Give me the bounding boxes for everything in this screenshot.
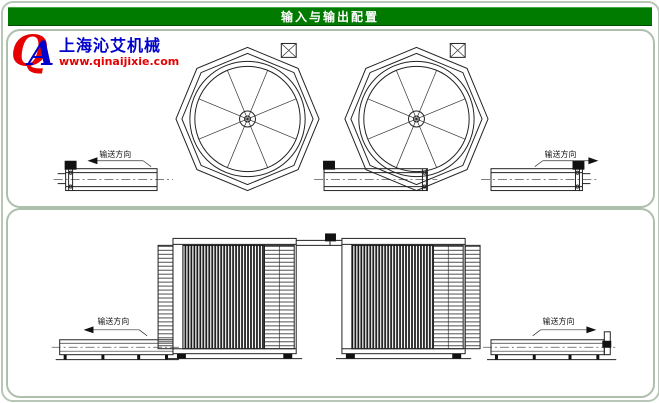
qa-monogram-icon: Q A [11, 26, 57, 82]
elevation-view-drawing: 输送方向 输送方向 [51, 233, 617, 361]
plan-left-spiral-tower [175, 42, 320, 192]
brand-url[interactable]: www.qinaijixie.com [59, 55, 180, 68]
logo-text: 上海沁艾机械 www.qinaijixie.com [59, 36, 179, 69]
page-title: 输入与输出配置 [280, 10, 379, 24]
direction-label: 输送方向 [99, 149, 131, 159]
plan-middle-conveyor [323, 160, 428, 192]
transfer-bridge [296, 233, 342, 246]
drive-motor [602, 340, 612, 348]
drive-motor [325, 233, 336, 242]
page-header: 输入与输出配置 [8, 7, 652, 26]
drive-motor [572, 160, 585, 170]
outfeed-riser [464, 244, 481, 350]
plan-view-panel: 输送方向 输送方向 [6, 29, 655, 208]
monogram-a: A [28, 34, 55, 74]
drive-motor [323, 160, 335, 170]
tower-foot [345, 353, 355, 359]
infeed-riser [157, 244, 174, 350]
elevation-left-conveyor [55, 339, 179, 361]
direction-label: 输送方向 [545, 149, 577, 159]
elevation-left-spiral-tower [157, 237, 303, 360]
arrow-right-icon [588, 157, 599, 165]
arrow-left-icon [83, 326, 94, 334]
plan-left-conveyor [57, 160, 158, 192]
brand-logo[interactable]: Q A 上海沁艾机械 www.qinaijixie.com [11, 26, 179, 82]
tower-foot [452, 353, 462, 359]
elevation-right-conveyor [487, 331, 617, 361]
elevation-right-spiral-tower [335, 237, 481, 360]
spiral-belt-stack [351, 244, 434, 350]
elevation-direction-annotation-left: 输送方向 [83, 316, 148, 337]
elevation-direction-annotation-right: 输送方向 [532, 316, 597, 337]
direction-label: 输送方向 [543, 316, 575, 326]
tower-foot [283, 353, 293, 359]
elevation-view-panel: 输送方向 输送方向 [6, 208, 655, 398]
plan-direction-annotation-left: 输送方向 [87, 149, 152, 167]
monogram-q: Q [11, 26, 48, 75]
brand-name: 上海沁艾机械 [59, 36, 162, 55]
plan-right-conveyor [490, 160, 591, 192]
plan-direction-annotation-right: 输送方向 [534, 149, 599, 167]
arrow-left-icon [87, 157, 98, 165]
plan-view-drawing: 输送方向 输送方向 [53, 42, 599, 192]
drive-motor [64, 160, 77, 170]
direction-label: 输送方向 [97, 316, 129, 326]
tower-foot [176, 353, 186, 359]
spiral-belt-stack [182, 244, 265, 350]
arrow-right-icon [586, 326, 597, 334]
